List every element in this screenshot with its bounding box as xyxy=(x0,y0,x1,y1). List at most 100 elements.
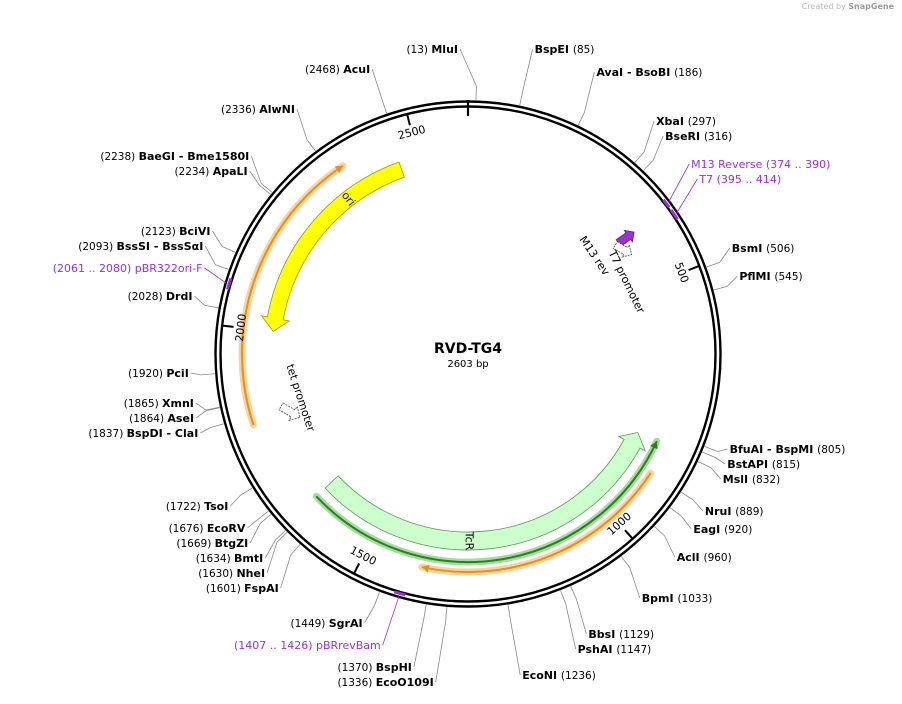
site-ecorv[interactable]: (1676) EcoRV xyxy=(169,510,269,535)
site-line-outer xyxy=(413,618,425,668)
site-line-outer xyxy=(371,68,383,101)
tick-label-500: 500 xyxy=(672,261,692,285)
site-msli[interactable]: MslI (832) xyxy=(697,461,780,486)
site-eagi[interactable]: EagI (920) xyxy=(669,507,752,536)
site-label: MslI (832) xyxy=(723,473,780,486)
site-line-outer xyxy=(459,48,477,87)
site-line-outer xyxy=(200,427,211,434)
site-line-inner xyxy=(257,510,269,521)
site-line-inner xyxy=(713,285,728,291)
primer-bar xyxy=(662,198,671,209)
tick-label-2500: 2500 xyxy=(397,123,427,142)
site-nhei[interactable]: (1630) NheI xyxy=(198,531,288,580)
site-mlui[interactable]: (13) MluI xyxy=(406,43,477,101)
site-label: (13) MluI xyxy=(406,43,458,56)
orf-orange-right xyxy=(421,472,652,573)
site-line-outer xyxy=(250,155,262,184)
site-pflmi[interactable]: PflMI (545) xyxy=(713,270,803,291)
site-line-outer xyxy=(249,523,261,544)
site-ecoo109i[interactable]: (1336) EcoO109I xyxy=(337,607,448,689)
site-line-outer xyxy=(565,603,577,650)
site-bfuai-bspmi[interactable]: BfuAI - BspMI (805) xyxy=(704,443,846,456)
site-btgzi[interactable]: (1669) BtgZI xyxy=(176,514,272,550)
site-line-inner xyxy=(702,451,716,458)
site-bpmi[interactable]: BpmI (1033) xyxy=(621,556,712,605)
t7-promoter-label: T7 promoter xyxy=(605,247,647,315)
site-line-inner xyxy=(205,406,220,411)
site-pshai[interactable]: PshAI (1147) xyxy=(560,590,652,656)
orf-green xyxy=(315,440,658,563)
watermark-brand: SnapGene xyxy=(848,2,894,11)
primer-t7[interactable]: T7 (395 .. 414) xyxy=(669,173,781,221)
site-sgrai[interactable]: (1449) SgrAI xyxy=(290,591,380,630)
site-pcii[interactable]: (1920) PciI xyxy=(128,367,215,380)
site-line-outer xyxy=(583,71,595,113)
site-apali[interactable]: (2234) ApaLI xyxy=(174,165,271,195)
site-layer: (13) MluI BspEI (85)AvaI - BsoBI (186)Xba… xyxy=(78,43,845,689)
site-xbai[interactable]: XbaI (297) xyxy=(634,115,716,163)
site-line-outer xyxy=(714,457,726,465)
site-line-inner xyxy=(643,159,654,171)
primer-bar xyxy=(669,208,679,221)
site-line-outer xyxy=(364,604,375,624)
site-acui[interactable]: (2468) AcuI xyxy=(305,63,388,114)
site-line-outer xyxy=(717,448,728,452)
center-layer: RVD-TG4 2603 bp xyxy=(434,341,502,370)
site-acli[interactable]: AclI (960) xyxy=(654,526,732,564)
primer-leader xyxy=(676,178,698,214)
site-alwni[interactable]: (2336) AlwNI xyxy=(221,103,316,152)
site-label: AclI (960) xyxy=(677,551,732,564)
site-line-outer xyxy=(212,230,223,247)
site-tsoi[interactable]: (1722) TsoI xyxy=(166,487,253,513)
site-line-outer xyxy=(249,170,260,186)
site-line-outer xyxy=(296,108,308,140)
site-bspei[interactable]: BspEI (85) xyxy=(519,43,595,106)
t7-promoter-arrow xyxy=(612,240,633,258)
site-line-outer xyxy=(230,495,241,507)
primer-m13-reverse[interactable]: M13 Reverse (374 .. 390) xyxy=(662,158,830,209)
site-bcivi[interactable]: (2123) BciVI xyxy=(141,225,236,253)
site-xmni[interactable]: (1865) XmnI xyxy=(124,397,220,411)
plasmid-length: 2603 bp xyxy=(447,359,488,370)
site-label: PflMI (545) xyxy=(739,270,802,283)
site-label: (1630) NheI xyxy=(198,567,265,580)
site-econi[interactable]: EcoNI (1236) xyxy=(507,604,596,682)
primer-label: M13 Reverse (374 .. 390) xyxy=(691,158,830,171)
site-bsphi[interactable]: (1370) BspHI xyxy=(338,604,427,674)
site-bbsi[interactable]: BbsI (1129) xyxy=(570,586,654,641)
primer-pbrrevbam[interactable]: (1407 .. 1426) pBRrevBam xyxy=(234,590,406,652)
site-line-inner xyxy=(259,185,271,195)
tick-mark-500 xyxy=(688,265,700,271)
site-bsmi[interactable]: BsmI (506) xyxy=(706,242,795,268)
site-line-outer xyxy=(190,372,201,376)
site-bspdi-clai[interactable]: (1837) BspDI - ClaI xyxy=(88,423,224,440)
feature-tcr-arrow xyxy=(324,431,647,551)
watermark-prefix: Created by xyxy=(801,2,846,11)
primer-pbr322ori-f[interactable]: (2061 .. 2080) pBR322ori-F xyxy=(53,262,233,290)
site-line-outer xyxy=(652,135,664,161)
site-bstapi[interactable]: BstAPI (815) xyxy=(702,451,800,471)
site-line-outer xyxy=(264,540,276,559)
site-baegi-bme1580i[interactable]: (2238) BaeGI - Bme1580I xyxy=(100,150,273,193)
site-line-inner xyxy=(570,586,577,600)
site-asei[interactable]: (1864) AseI xyxy=(129,407,220,425)
site-bmti[interactable]: (1634) BmtI xyxy=(196,530,286,565)
site-label: (2336) AlwNI xyxy=(221,103,295,116)
site-line-inner xyxy=(374,591,380,606)
site-bseri[interactable]: BseRI (316) xyxy=(643,130,732,171)
primer-bar xyxy=(393,590,406,597)
site-label: PshAI (1147) xyxy=(578,643,652,656)
site-drdi[interactable]: (2028) DrdI xyxy=(128,290,219,309)
site-label: BbsI (1129) xyxy=(588,628,654,641)
site-line-inner xyxy=(222,246,236,253)
site-line-outer xyxy=(692,499,704,512)
site-label: (2028) DrdI xyxy=(128,290,193,303)
site-avai-bsobi[interactable]: AvaI - BsoBI (186) xyxy=(577,66,702,126)
site-fspai[interactable]: (1601) FspAI xyxy=(206,544,301,595)
site-line-outer xyxy=(435,621,447,683)
site-bsssi-bsss-i[interactable]: (2093) BssSI - BssSαI xyxy=(78,240,229,270)
site-label: (2123) BciVI xyxy=(141,225,211,238)
site-label: (1669) BtgZI xyxy=(176,537,248,550)
site-nrui[interactable]: NruI (889) xyxy=(680,491,764,518)
site-line-outer xyxy=(643,120,655,153)
